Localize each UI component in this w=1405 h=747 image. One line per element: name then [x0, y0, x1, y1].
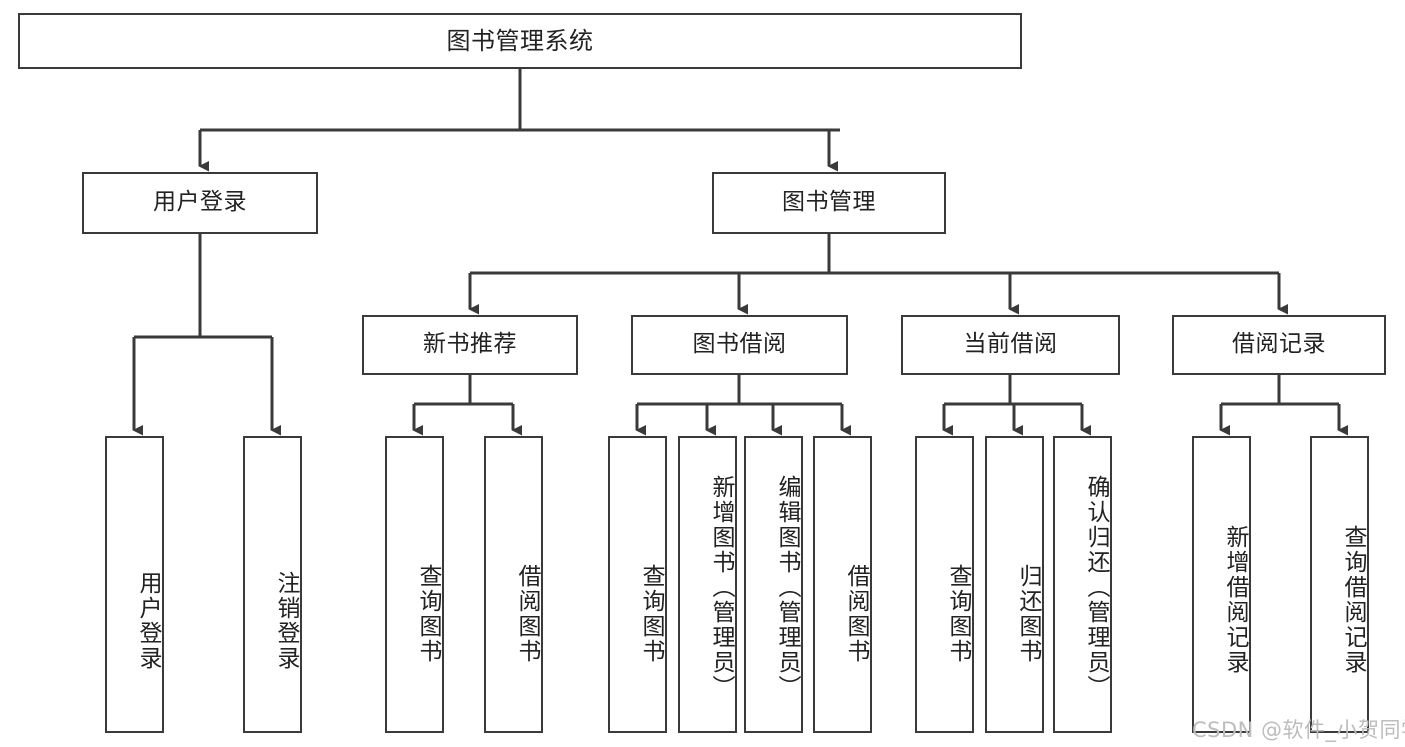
node-leaf-add-borrow-record[interactable]: 新增借阅记录 — [1192, 436, 1251, 733]
node-current-borrow[interactable]: 当前借阅 — [901, 315, 1120, 375]
node-root-title[interactable]: 图书管理系统 — [18, 13, 1022, 69]
node-leaf-borrow-book-2[interactable]: 借阅图书 — [813, 436, 872, 733]
node-borrow-record[interactable]: 借阅记录 — [1172, 315, 1386, 375]
node-leaf-borrow-book-1[interactable]: 借阅图书 — [484, 436, 543, 733]
book-borrow-to-leaves-connectors — [635, 375, 851, 436]
node-book-manage[interactable]: 图书管理 — [712, 172, 946, 234]
node-leaf-confirm-return[interactable]: 确认归还（管理员） — [1053, 436, 1112, 733]
node-leaf-query-borrow-record[interactable]: 查询借阅记录 — [1310, 436, 1369, 733]
node-new-book-recommend[interactable]: 新书推荐 — [362, 315, 578, 375]
node-leaf-query-book-2[interactable]: 查询图书 — [608, 436, 667, 733]
node-leaf-return-book[interactable]: 归还图书 — [985, 436, 1044, 733]
node-leaf-query-book-3[interactable]: 查询图书 — [915, 436, 974, 733]
csdn-watermark: CSDN @软件_小贺同学 — [1192, 718, 1405, 742]
user-login-to-leaves-connectors — [132, 234, 281, 436]
node-leaf-query-book-1[interactable]: 查询图书 — [385, 436, 444, 733]
borrow-record-to-leaves-connectors — [1219, 375, 1348, 436]
node-leaf-edit-book[interactable]: 编辑图书（管理员） — [744, 436, 803, 733]
current-borrow-to-leaves-connectors — [942, 375, 1091, 436]
node-leaf-logout[interactable]: 注销登录 — [243, 436, 302, 733]
node-leaf-add-book[interactable]: 新增图书（管理员） — [678, 436, 737, 733]
node-leaf-user-login[interactable]: 用户登录 — [105, 436, 164, 733]
node-user-login[interactable]: 用户登录 — [82, 172, 318, 234]
node-book-borrow[interactable]: 图书借阅 — [631, 315, 848, 375]
root-to-level1-connectors — [198, 69, 840, 172]
book-manage-to-level2-connectors — [468, 234, 1288, 315]
new-book-to-leaves-connectors — [412, 375, 522, 436]
